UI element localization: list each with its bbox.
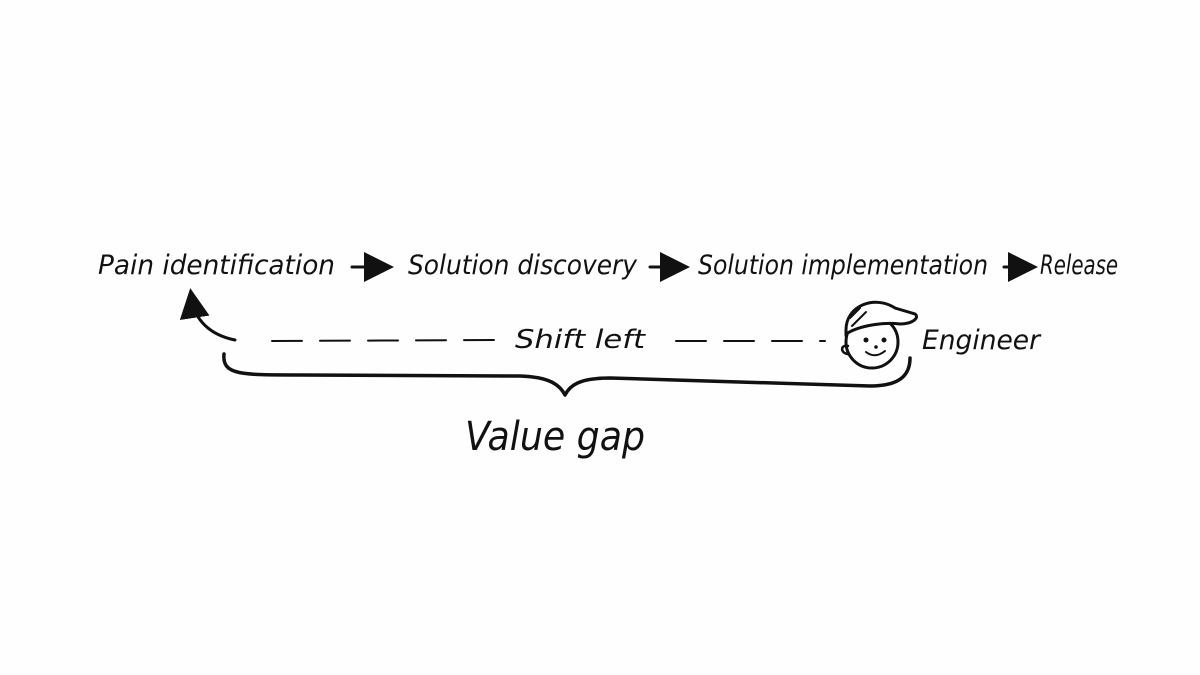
shift-left-label: Shift left — [515, 325, 646, 355]
engineer-face-with-cap-icon — [840, 300, 918, 370]
value-gap-brace — [222, 352, 912, 397]
engineer-label: Engineer — [922, 325, 1042, 356]
stage-release: Release — [1040, 250, 1118, 281]
shift-left-dashes — [271, 339, 506, 342]
stage-solution-discovery: Solution discovery — [408, 250, 638, 281]
curved-arrow-up-icon — [179, 288, 237, 342]
stage-pain-identification: Pain identification — [98, 250, 335, 281]
stage-solution-implementation: Solution implementation — [698, 250, 988, 281]
value-gap-label: Value gap — [465, 414, 645, 460]
